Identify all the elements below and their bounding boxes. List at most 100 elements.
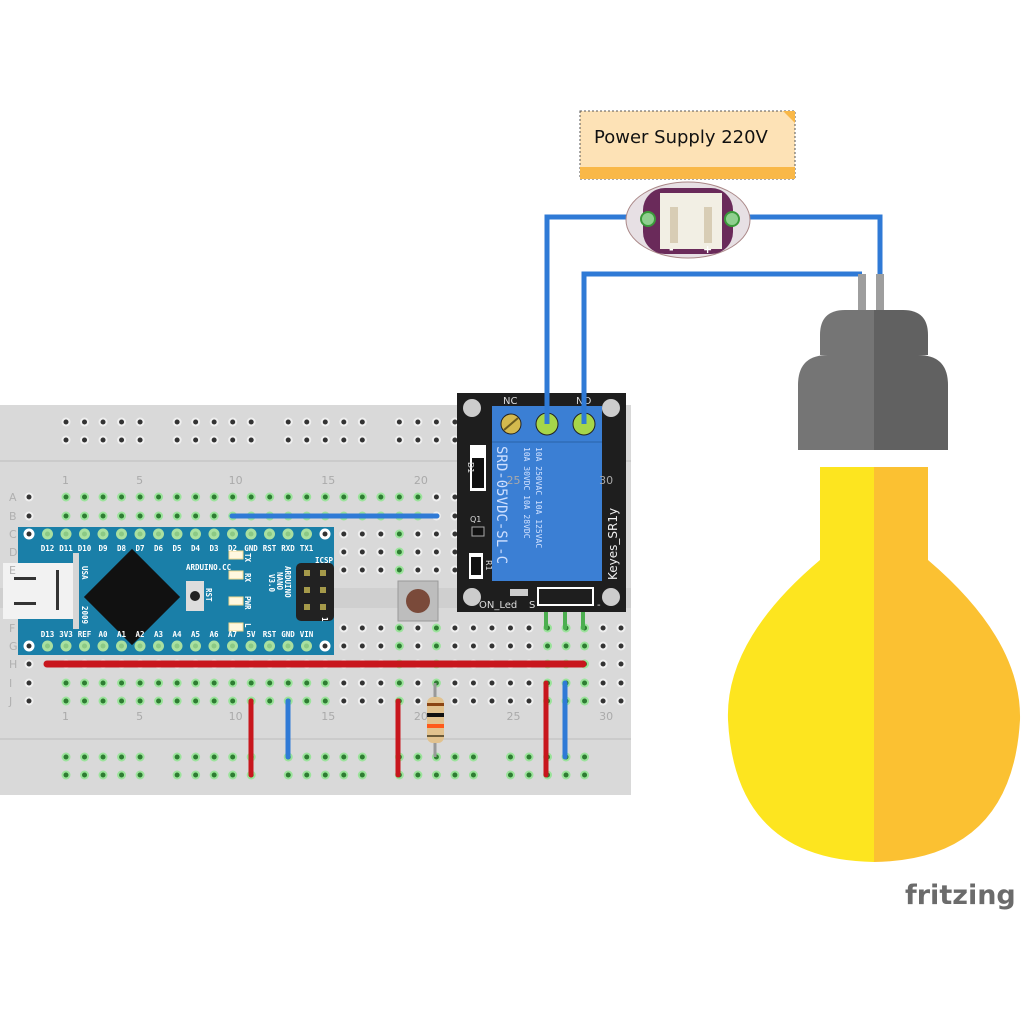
breadboard-hole-center <box>378 698 384 704</box>
breadboard-hole-center <box>82 419 88 425</box>
relay-rating-1: 10A 250VAC 10A 125VAC <box>534 447 543 548</box>
nano-top-pin-label: D5 <box>172 544 181 553</box>
nano-bottom-pin-label: A0 <box>98 630 108 639</box>
breadboard-hole-center <box>174 772 180 778</box>
resistor[interactable] <box>427 683 444 757</box>
breadboard-hole-center <box>359 643 365 649</box>
breadboard-hole-center <box>119 772 125 778</box>
rst-label: RST <box>204 588 213 602</box>
nano-bottom-pin-label: A3 <box>154 630 164 639</box>
nano-bottom-pin-label: A4 <box>172 630 182 639</box>
nano-bottom-pin-label: 5V <box>246 630 256 639</box>
breadboard-hole-center <box>415 680 421 686</box>
breadboard-hole-center <box>137 772 143 778</box>
breadboard-hole-center <box>341 437 347 443</box>
s-pin-label: S <box>529 600 535 611</box>
breadboard-hole-center <box>248 437 254 443</box>
on-led-label: ON_Led <box>479 600 517 611</box>
breadboard-hole-center <box>119 494 125 500</box>
breadboard-hole-center <box>452 643 458 649</box>
breadboard-hole-center <box>82 772 88 778</box>
breadboard-hole-center <box>156 698 162 704</box>
breadboard-hole-center <box>396 494 402 500</box>
breadboard-hole-center <box>137 754 143 760</box>
relay-header <box>537 587 594 606</box>
breadboard-hole-center <box>341 772 347 778</box>
breadboard-hole-center <box>582 754 588 760</box>
breadboard-hole-center <box>230 437 236 443</box>
breadboard-hole-center <box>174 419 180 425</box>
breadboard-hole-center <box>100 494 106 500</box>
breadboard-hole-center <box>600 680 606 686</box>
breadboard-hole-center <box>396 531 402 537</box>
relay-rating-2: 10A 30VDC 10A 28VDC <box>522 447 531 539</box>
pin-center <box>322 531 328 537</box>
breadboard-hole-center <box>526 680 532 686</box>
breadboard-hole-center <box>396 419 402 425</box>
breadboard-hole-center <box>156 513 162 519</box>
nano-bottom-pin-label: A6 <box>209 630 219 639</box>
breadboard-hole-center <box>433 531 439 537</box>
breadboard-hole-center <box>119 437 125 443</box>
breadboard-hole-center <box>322 494 328 500</box>
breadboard-hole-center <box>211 698 217 704</box>
row-label: C <box>9 528 17 541</box>
breadboard-hole-center <box>230 698 236 704</box>
year-label: 2009 <box>80 606 89 625</box>
pin-center <box>248 531 254 537</box>
pin-center <box>156 643 161 649</box>
breadboard-hole-center <box>415 567 421 573</box>
breadboard-hole-center <box>507 754 513 760</box>
relay-brand-label: Keyes_SR1y <box>606 508 620 580</box>
breadboard-hole-center <box>322 754 328 760</box>
breadboard-hole-center <box>433 494 439 500</box>
breadboard-hole-center <box>359 494 365 500</box>
breadboard-hole-center <box>26 680 32 686</box>
breadboard-hole-center <box>470 754 476 760</box>
breadboard-hole-center <box>618 698 624 704</box>
breadboard-hole-center <box>304 419 310 425</box>
breadboard-hole-center <box>600 625 606 631</box>
row-label: D <box>9 546 17 559</box>
breadboard-hole-center <box>489 625 495 631</box>
nano-top-pin-label: GND <box>244 544 258 553</box>
pin-center <box>174 643 180 649</box>
breadboard-hole-center <box>415 494 421 500</box>
column-label-top: 1 <box>62 474 69 487</box>
breadboard-hole-center <box>526 698 532 704</box>
pin-center <box>211 643 217 649</box>
nano-top-pin-label: D7 <box>135 544 144 553</box>
relay-module[interactable]: NC NO SRD-05VDC-SL-C 10A 250VAC 10A 125V… <box>457 393 626 612</box>
wire-com-to-supply <box>544 214 645 424</box>
breadboard-hole-center <box>526 754 532 760</box>
breadboard-hole-center <box>433 625 439 631</box>
breadboard-hole-center <box>526 643 532 649</box>
breadboard-hole-center <box>267 680 273 686</box>
light-bulb[interactable] <box>727 274 1021 862</box>
breadboard-hole-center <box>470 698 476 704</box>
push-button[interactable] <box>397 580 439 622</box>
breadboard-hole-center <box>248 419 254 425</box>
breadboard-hole-center <box>507 772 513 778</box>
breadboard-hole-center <box>582 643 588 649</box>
breadboard-hole-center <box>63 698 69 704</box>
nano-bottom-pin-label: A1 <box>117 630 127 639</box>
breadboard-hole-center <box>174 680 180 686</box>
breadboard-hole-center <box>193 513 199 519</box>
breadboard-hole-center <box>63 680 69 686</box>
breadboard-hole-center <box>211 680 217 686</box>
pin-center <box>285 531 291 537</box>
breadboard-hole-center <box>26 513 32 519</box>
row-label: A <box>9 491 17 504</box>
nano-top-pin-label: D8 <box>117 544 127 553</box>
breadboard-hole-center <box>563 772 569 778</box>
nano-top-pin-label: D11 <box>59 544 73 553</box>
pin-center <box>137 643 143 649</box>
pin-center <box>230 531 235 537</box>
d1-label: D1 <box>466 462 475 473</box>
note-power-supply[interactable]: Power Supply 220V <box>579 110 796 180</box>
breadboard-hole-center <box>341 698 347 704</box>
pin-center <box>174 531 180 537</box>
power-supply-connector[interactable]: - + <box>625 181 751 259</box>
